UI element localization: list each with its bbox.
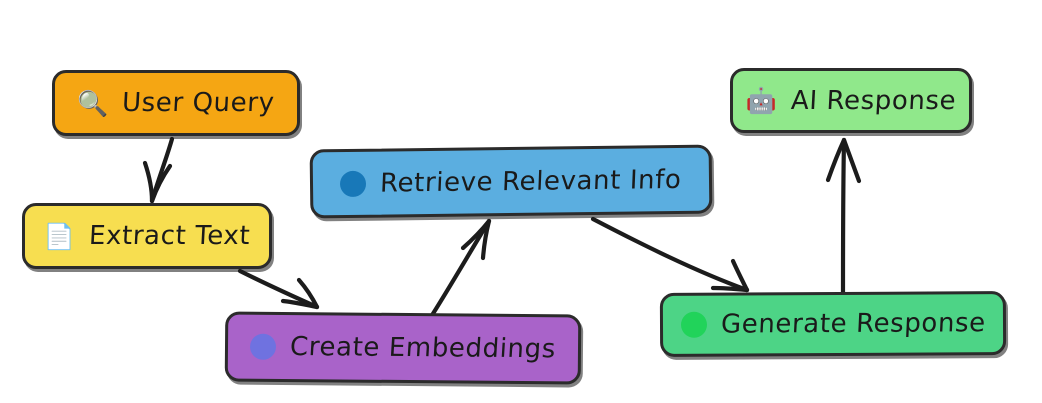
node-retrieve-relevant-info[interactable]: Retrieve Relevant Info [309,144,713,219]
node-create-embeddings[interactable]: Create Embeddings [224,311,582,385]
periwinkle-circle-icon [249,333,277,360]
node-ai-response[interactable]: 🤖 AI Response [730,68,972,133]
document-icon: 📄 [43,221,75,251]
edge-generate-response-ai-response [825,137,862,295]
node-extract-text-label: Extract Text [88,221,251,251]
node-user-query[interactable]: 🔍 User Query [52,70,300,136]
magnifying-glass-icon: 🔍 [77,88,109,118]
node-user-query-label: User Query [121,88,276,118]
edge-retrieve-info-generate-response [590,216,750,293]
blue-circle-icon [340,170,367,197]
green-circle-icon [680,311,707,338]
node-retrieve-relevant-info-label: Retrieve Relevant Info [379,164,683,199]
node-extract-text[interactable]: 📄 Extract Text [22,203,272,269]
node-generate-response[interactable]: Generate Response [659,291,1007,357]
edge-user-query-extract-text [142,136,175,204]
node-create-embeddings-label: Create Embeddings [289,332,557,365]
edge-extract-text-create-embeddings [237,268,320,310]
node-generate-response-label: Generate Response [719,308,987,340]
robot-icon: 🤖 [745,86,777,115]
node-ai-response-label: AI Response [790,85,957,116]
edge-create-embeddings-retrieve-info [426,218,492,323]
